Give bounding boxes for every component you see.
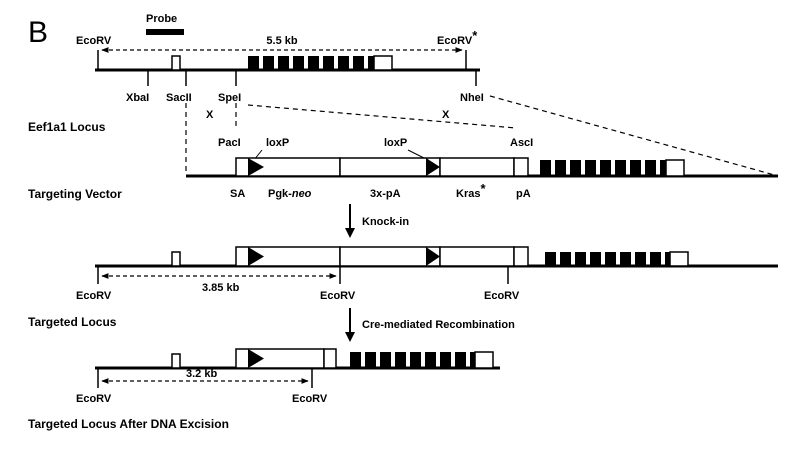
targeted-exon	[590, 252, 601, 266]
ecorv-label-2: EcoRV	[292, 393, 328, 405]
sa-label: SA	[230, 188, 245, 200]
wildtype-exon	[263, 56, 274, 70]
targeted-exon1	[171, 251, 181, 267]
targeted-exon	[575, 252, 586, 266]
targeted-exon	[545, 252, 556, 266]
kras-label: Kras*	[456, 181, 486, 200]
wildtype-exon	[278, 56, 289, 70]
wildtype-exon	[323, 56, 334, 70]
vector-utr-exon	[665, 159, 685, 177]
asci-label: AscI	[510, 137, 533, 149]
excised-exon	[350, 352, 361, 368]
targeted-exon	[620, 252, 631, 266]
excised-exon1	[171, 353, 181, 369]
excised-exon	[470, 352, 476, 368]
ecorv-label-2: EcoRV	[320, 290, 356, 302]
vector-row-label: Targeting Vector	[28, 187, 122, 201]
wildtype-utr-exon	[373, 55, 393, 71]
loxp-left-icon	[248, 158, 264, 176]
crossover-mark-right: X	[442, 109, 450, 121]
wildtype-exon	[353, 56, 364, 70]
crossover-mark-left: X	[206, 109, 214, 121]
ecorv-right-label: EcoRV*	[437, 28, 478, 47]
wildtype-row-label: Eef1a1 Locus	[28, 120, 106, 134]
targeted-triple-pa	[339, 246, 441, 267]
loxp-right-icon	[426, 158, 440, 176]
loxp-right-icon	[426, 247, 440, 266]
excised-pa-box	[323, 348, 337, 369]
vector-exon	[555, 160, 566, 176]
paci-label: PacI	[218, 137, 241, 149]
excised-exon	[395, 352, 406, 368]
size-label-5-5kb: 5.5 kb	[266, 35, 297, 47]
targeted-pa	[513, 246, 529, 267]
vector-exon	[540, 160, 551, 176]
size-label-3-85kb: 3.85 kb	[202, 282, 240, 294]
vector-exon	[600, 160, 611, 176]
triple-pa-label: 3x-pA	[370, 188, 401, 200]
loxp-left-icon	[248, 247, 264, 266]
probe-bar	[146, 29, 184, 35]
xbai-label: XbaI	[126, 92, 149, 104]
targeted-kras	[439, 246, 515, 267]
targeted-row-label: Targeted Locus	[28, 315, 117, 329]
loxp-right-label: loxP	[384, 137, 407, 149]
wildtype-exon	[248, 56, 259, 70]
loxp-icon	[248, 349, 264, 368]
cre-label: Cre-mediated Recombination	[362, 319, 515, 331]
ecorv-left-label: EcoRV	[76, 35, 112, 47]
wildtype-locus: Probe EcoRV EcoRV* 5.5 kb XbaI SacII Spe…	[28, 13, 484, 134]
pgk-neo-label: Pgk-neo	[268, 188, 312, 200]
wildtype-exon	[338, 56, 349, 70]
excised-exon	[425, 352, 436, 368]
ecorv-label-3: EcoRV	[484, 290, 520, 302]
nhei-label: NheI	[460, 92, 484, 104]
wildtype-exon	[293, 56, 304, 70]
excised-locus: 3.2 kb EcoRV EcoRV Targeted Locus After …	[28, 348, 500, 431]
pa-label: pA	[516, 188, 531, 200]
crossover-guide-line	[247, 104, 517, 129]
excised-exon	[380, 352, 391, 368]
knock-in-label: Knock-in	[362, 216, 409, 228]
excised-exon	[410, 352, 421, 368]
targeted-locus: 3.85 kb EcoRV EcoRV EcoRV Targeted Locus	[28, 246, 778, 329]
wildtype-exon	[308, 56, 319, 70]
pa-box	[513, 157, 529, 177]
excised-row-label: Targeted Locus After DNA Excision	[28, 417, 229, 431]
size-label-3-2kb: 3.2 kb	[186, 368, 217, 380]
vector-exon	[645, 160, 656, 176]
excised-exon	[365, 352, 376, 368]
triple-pa-box	[339, 157, 441, 177]
ecorv-label-1: EcoRV	[76, 290, 112, 302]
excised-exon	[455, 352, 466, 368]
targeted-exon	[560, 252, 571, 266]
homology-guides: X X	[185, 95, 779, 177]
sacii-label: SacII	[166, 92, 192, 104]
targeting-vector: PacI AscI loxP loxP SA Pgk-neo 3x-pA Kra…	[28, 137, 778, 201]
excised-exon	[440, 352, 451, 368]
probe-label: Probe	[146, 13, 177, 25]
vector-exon	[660, 160, 668, 176]
panel-letter: B	[28, 16, 48, 49]
spei-label: SpeI	[218, 92, 241, 104]
vector-exon	[585, 160, 596, 176]
vector-exon	[630, 160, 641, 176]
kras-cdna-box	[439, 157, 515, 177]
vector-exon	[570, 160, 581, 176]
wildtype-exon1	[171, 55, 181, 71]
targeted-exon	[605, 252, 616, 266]
excised-utr-exon	[474, 351, 494, 369]
targeted-exon	[635, 252, 646, 266]
targeted-exon	[665, 252, 671, 266]
ecorv-label-1: EcoRV	[76, 393, 112, 405]
targeted-exon	[650, 252, 661, 266]
right-homology-line	[489, 95, 779, 177]
loxp-left-label: loxP	[266, 137, 289, 149]
vector-exon	[615, 160, 626, 176]
targeted-utr-exon	[669, 251, 689, 267]
